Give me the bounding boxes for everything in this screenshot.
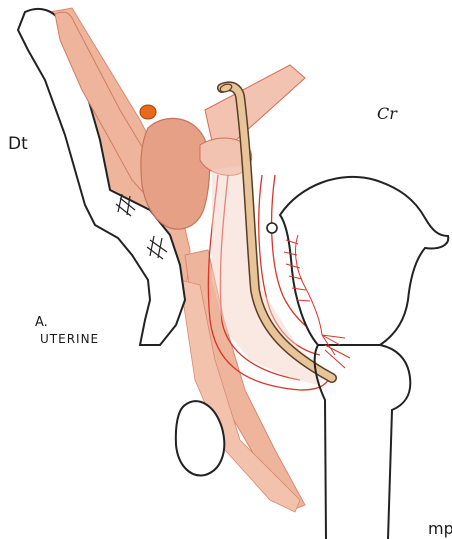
label-uterine: UTERINE: [40, 332, 99, 346]
label-mp: mp: [428, 519, 452, 538]
label-cr: Cr: [377, 104, 397, 123]
uterus-horn-tip: [267, 223, 277, 233]
nodule: [140, 105, 156, 119]
uterus-body: [280, 177, 448, 345]
label-artery-abbrev: A.: [35, 315, 48, 330]
label-dt: Dt: [8, 134, 28, 154]
